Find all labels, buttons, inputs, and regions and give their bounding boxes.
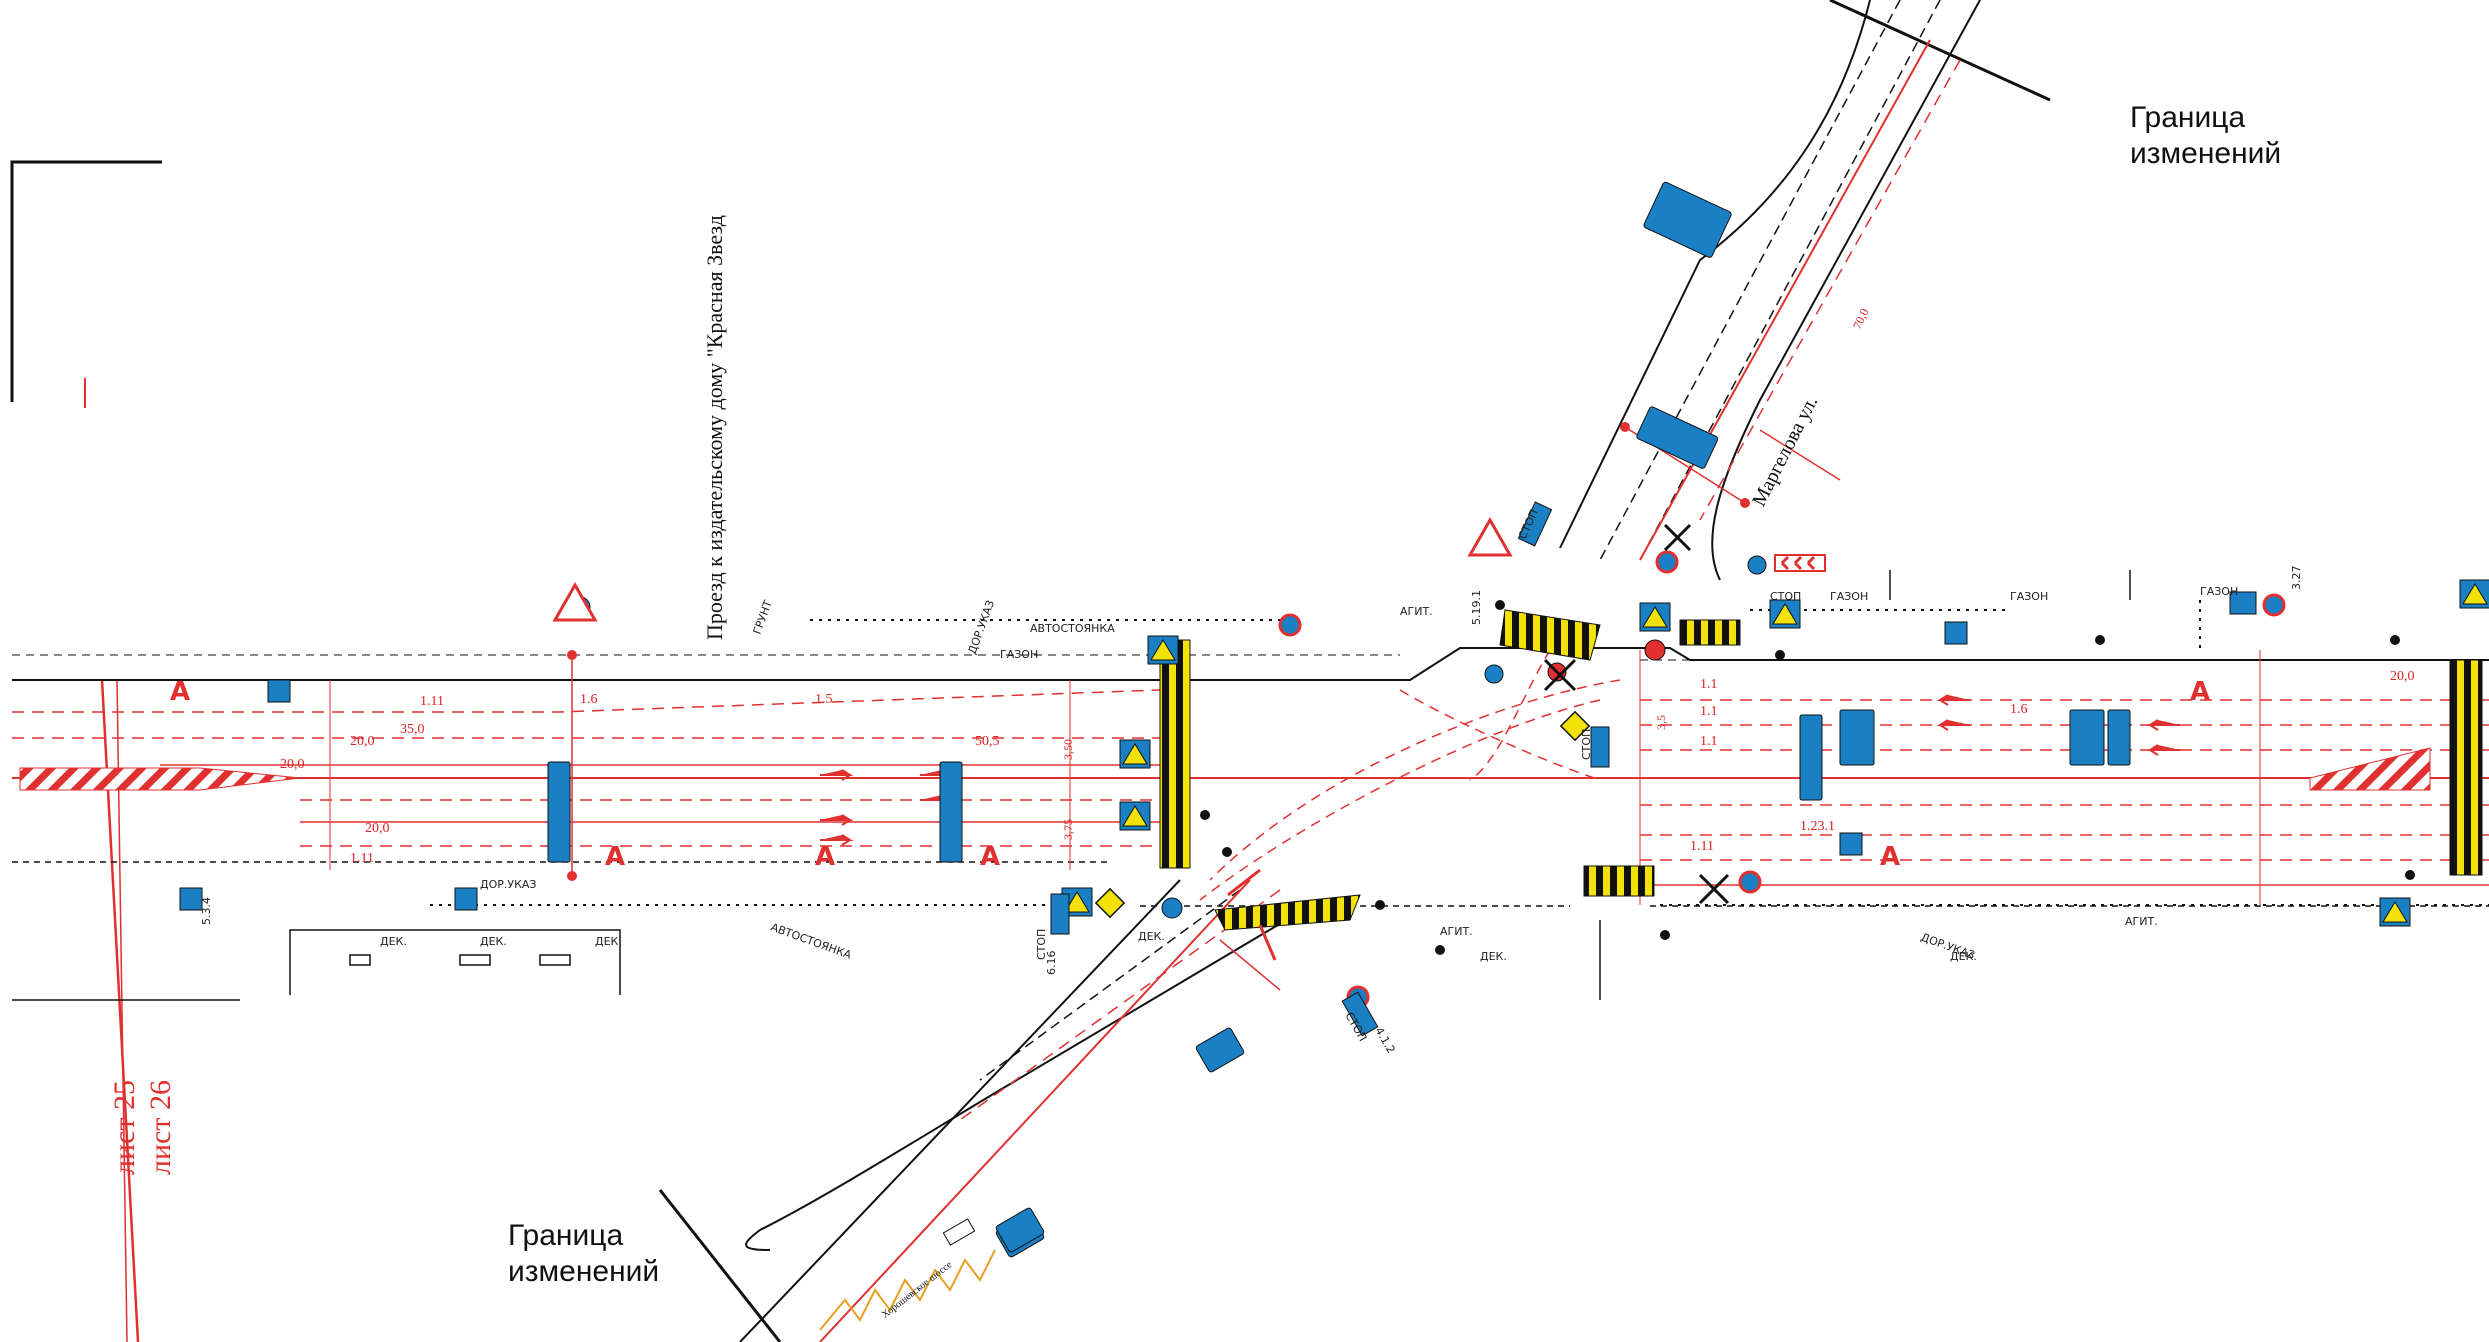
sign-code-412: 4.1.2 [1372,1025,1397,1056]
svg-text:A: A [2190,677,2210,707]
label-dek-3: ДЕК. [595,935,622,948]
label-road-marker-bottom-left: ДОР.УКАЗ [480,878,536,891]
label-agit-1: АГИТ. [1400,605,1433,618]
dim-20-0-c: 20,0 [365,821,390,836]
svg-text:A: A [815,842,835,872]
median-hatch-right [2309,747,2431,791]
dim-1-11-a: 1.11 [420,694,444,709]
crosswalk-south-west [1214,894,1361,931]
main-road-lanes [12,650,2489,905]
stop-label-5: СТОП [1770,590,1801,603]
dim-70-0: 70,0 [1850,306,1872,331]
svg-text:A: A [1880,842,1900,872]
crosswalk-north [1499,609,1601,661]
dim-1-6-a: 1.6 [580,692,598,707]
label-parking-bottom: АВТОСТОЯНКА [769,921,854,962]
margelova-road [1559,0,2051,581]
lane-sign-icon [1643,181,1732,258]
svg-text:A: A [170,677,190,707]
dim-1-1-a: 1.1 [1700,677,1718,692]
pedestrian-crossing-signs [1061,579,2489,927]
label-road-marker-left: ДОР.УКАЗ [966,599,998,657]
sign-code-519: 5.19.1 [1470,590,1483,625]
label-agit-2: АГИТ. [1440,925,1473,938]
label-lawn-left: ГАЗОН [1000,648,1038,661]
crosswalk-south-east [1583,865,1655,897]
svg-text:A: A [980,842,1000,872]
dim-3-50: 3,50 [1061,739,1075,760]
crosswalk-west [1159,639,1191,869]
boundary-caption-bottom: Граница изменений [508,1218,659,1290]
bus-stop-zigzag [819,1249,996,1331]
sheet-label-right: лист 26 [144,1080,177,1175]
dim-1-1-b: 1.1 [1700,704,1718,719]
boundary-caption-top: Граница изменений [2130,100,2281,172]
dim-35-0: 35,0 [400,722,425,737]
label-dek-1: ДЕК. [380,935,407,948]
round-signs [569,550,2286,1009]
dim-1-1-c: 1.1 [1700,734,1718,749]
dim-50-5: 50,5 [975,734,1000,749]
frame-corner [10,160,162,402]
dim-1-23-1: 1.23.1 [1800,819,1835,834]
label-lawn-mid: ГАЗОН [1830,590,1868,603]
lane-direction-signs [179,181,2257,1258]
bus-stop-sign-icon [995,1207,1045,1253]
dim-3-75: 3,75 [1061,819,1075,840]
dim-1-11-c: 1.11 [1690,839,1714,854]
boundary-caption-bottom-line2: изменений [508,1255,660,1288]
street-label-access-road: Проезд к издательскому дому "Красная Зве… [702,215,727,640]
boundary-caption-top-line1: Граница [2130,101,2246,134]
khoroshevskoe-road [658,879,1321,1342]
label-dek-2: ДЕК. [480,935,507,948]
dim-1-6-b: 1.6 [2010,702,2028,717]
label-lawn-right: ГАЗОН [2010,590,2048,603]
median-hatch-left [19,767,301,791]
svg-text:A: A [605,842,625,872]
sheet-label-left: лист 25 [108,1080,141,1175]
label-lawn-far: ГАЗОН [2200,585,2238,598]
dim-1-5: 1.5 [815,692,833,707]
sign-code-534: 5.3.4 [200,897,213,925]
label-dek-5: ДЕК. [1480,950,1507,963]
label-ground: ГРУНТ [751,598,775,636]
boundary-caption-bottom-line1: Граница [508,1219,624,1252]
stop-label-3: СТОП [1580,729,1593,760]
crosswalk-east [2449,659,2483,876]
label-dek-6: ДЕК. [1950,950,1977,963]
dim-20-0-a: 20,0 [350,734,375,749]
stop-label-1: СТОП [1035,929,1048,960]
crosswalk-north-east [1679,619,1741,646]
label-agit-3: АГИТ. [2125,915,2158,928]
label-dek-4: ДЕК. [1138,930,1165,943]
dim-20-0-d: 20,0 [2390,669,2415,684]
boundary-caption-top-line2: изменений [2130,137,2282,170]
dim-3-5: 3,5 [1654,715,1668,730]
sign-code-3272: 3.27 [2290,566,2303,591]
label-parking-top: АВТОСТОЯНКА [1030,622,1115,635]
dim-1-11-b: 1.11 [350,851,374,866]
sign-code-616: 6.16 [1045,951,1058,976]
dim-20-0-b: 20,0 [280,757,305,772]
